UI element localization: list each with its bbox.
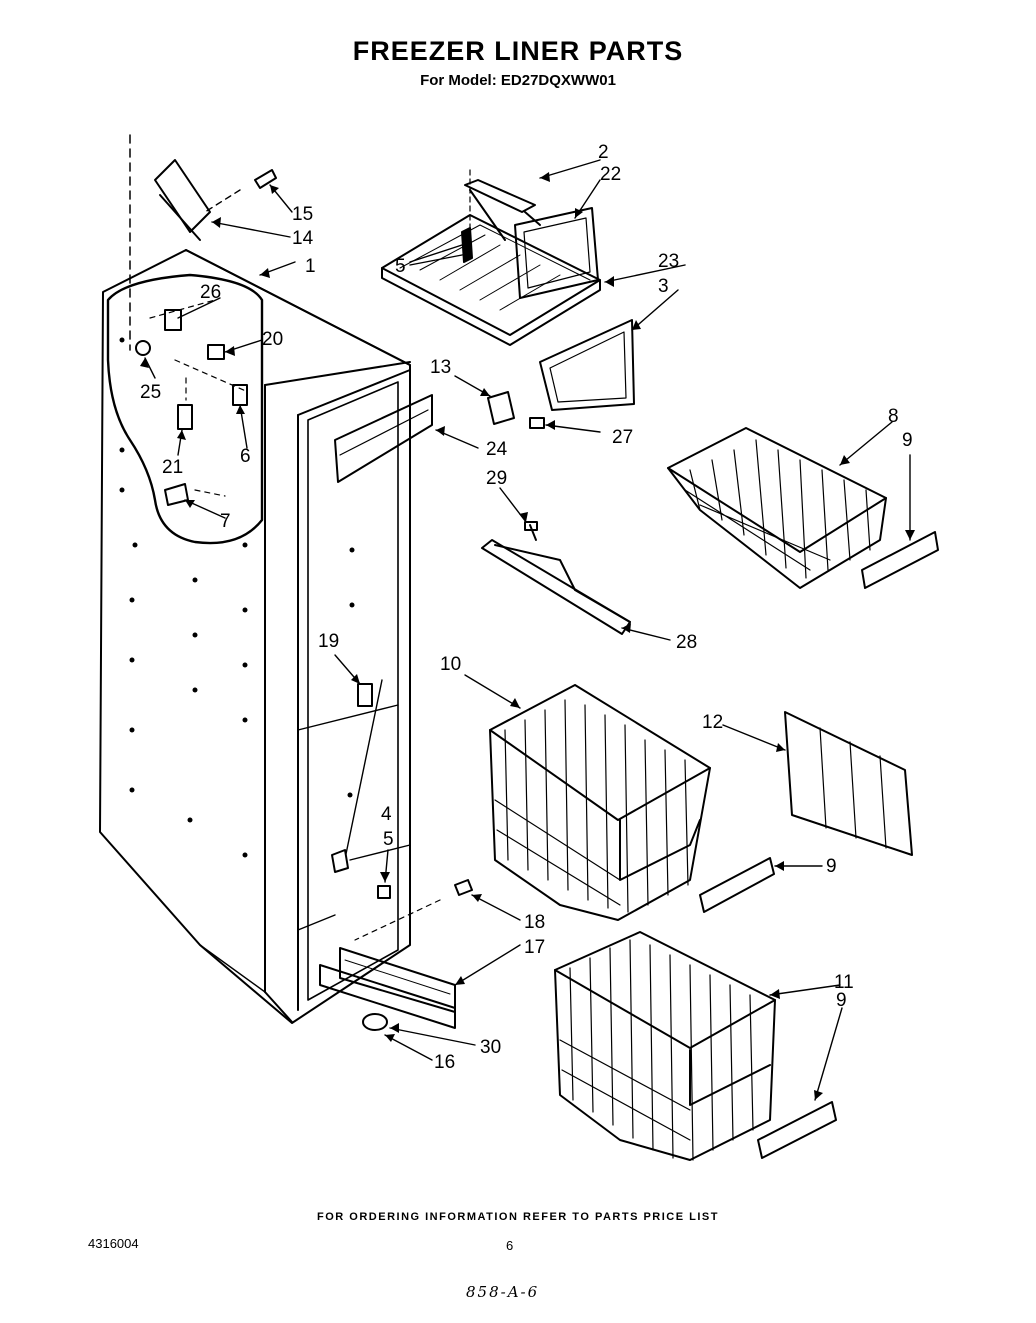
page-number: 6: [506, 1238, 514, 1253]
callout-22: 22: [600, 164, 621, 185]
freezer-liner: [99, 134, 411, 1024]
wire-basket-11: [554, 931, 837, 1161]
bottom-grille-17: [319, 879, 473, 1031]
callout-5-b: 5: [383, 829, 394, 850]
shelf-divider-12: [784, 711, 913, 856]
callout-14: 14: [292, 228, 314, 249]
callout-27: 27: [612, 427, 633, 448]
shelf-rail-28: [481, 521, 631, 635]
wire-basket-8: [667, 427, 939, 589]
leader-arrowheads: [140, 172, 915, 1100]
callout-labels: 1 2 3 4 5 5 6 7 8 9 9 9 10 11 12 13 14 1…: [140, 142, 913, 1073]
callout-10: 10: [440, 654, 461, 675]
handle-14: [154, 159, 277, 241]
callout-20: 20: [262, 329, 283, 350]
callout-25: 25: [140, 382, 161, 403]
callout-6: 6: [240, 446, 251, 467]
callout-23: 23: [658, 251, 679, 272]
callout-4: 4: [381, 804, 392, 825]
callout-7: 7: [220, 511, 231, 532]
model-subtitle: For Model: ED27DQXWW01: [420, 72, 616, 89]
callout-13: 13: [430, 357, 451, 378]
document-number: 4316004: [88, 1236, 139, 1251]
callout-17: 17: [524, 937, 545, 958]
vent-cover-24: [334, 394, 433, 483]
ordering-note: FOR ORDERING INFORMATION REFER TO PARTS …: [317, 1211, 719, 1223]
callout-24: 24: [486, 439, 508, 460]
callout-12: 12: [702, 712, 723, 733]
callout-30: 30: [480, 1037, 501, 1058]
callout-3: 3: [658, 276, 669, 297]
callout-1: 1: [305, 256, 316, 277]
callout-28: 28: [676, 632, 697, 653]
callout-9-b: 9: [826, 856, 837, 877]
wire-basket-10: [489, 684, 775, 921]
ice-tray-assembly: [381, 169, 635, 411]
damper-13: [487, 391, 545, 429]
callout-26: 26: [200, 282, 221, 303]
callout-9-a: 9: [902, 430, 913, 451]
callout-2: 2: [598, 142, 609, 163]
callout-9-c: 9: [836, 990, 847, 1011]
page-title: FREEZER LINER PARTS: [352, 36, 684, 66]
callout-15: 15: [292, 204, 313, 225]
callout-11: 11: [834, 972, 854, 993]
handwritten-note: 858-A-6: [466, 1283, 540, 1301]
callout-5-a: 5: [395, 256, 406, 277]
callout-29: 29: [486, 468, 507, 489]
callout-8: 8: [888, 406, 899, 427]
callout-16: 16: [434, 1052, 455, 1073]
leader-lines: [144, 159, 911, 1101]
callout-18: 18: [524, 912, 545, 933]
liner-holes: [119, 337, 355, 858]
callout-21: 21: [162, 457, 183, 478]
callout-19: 19: [318, 631, 339, 652]
